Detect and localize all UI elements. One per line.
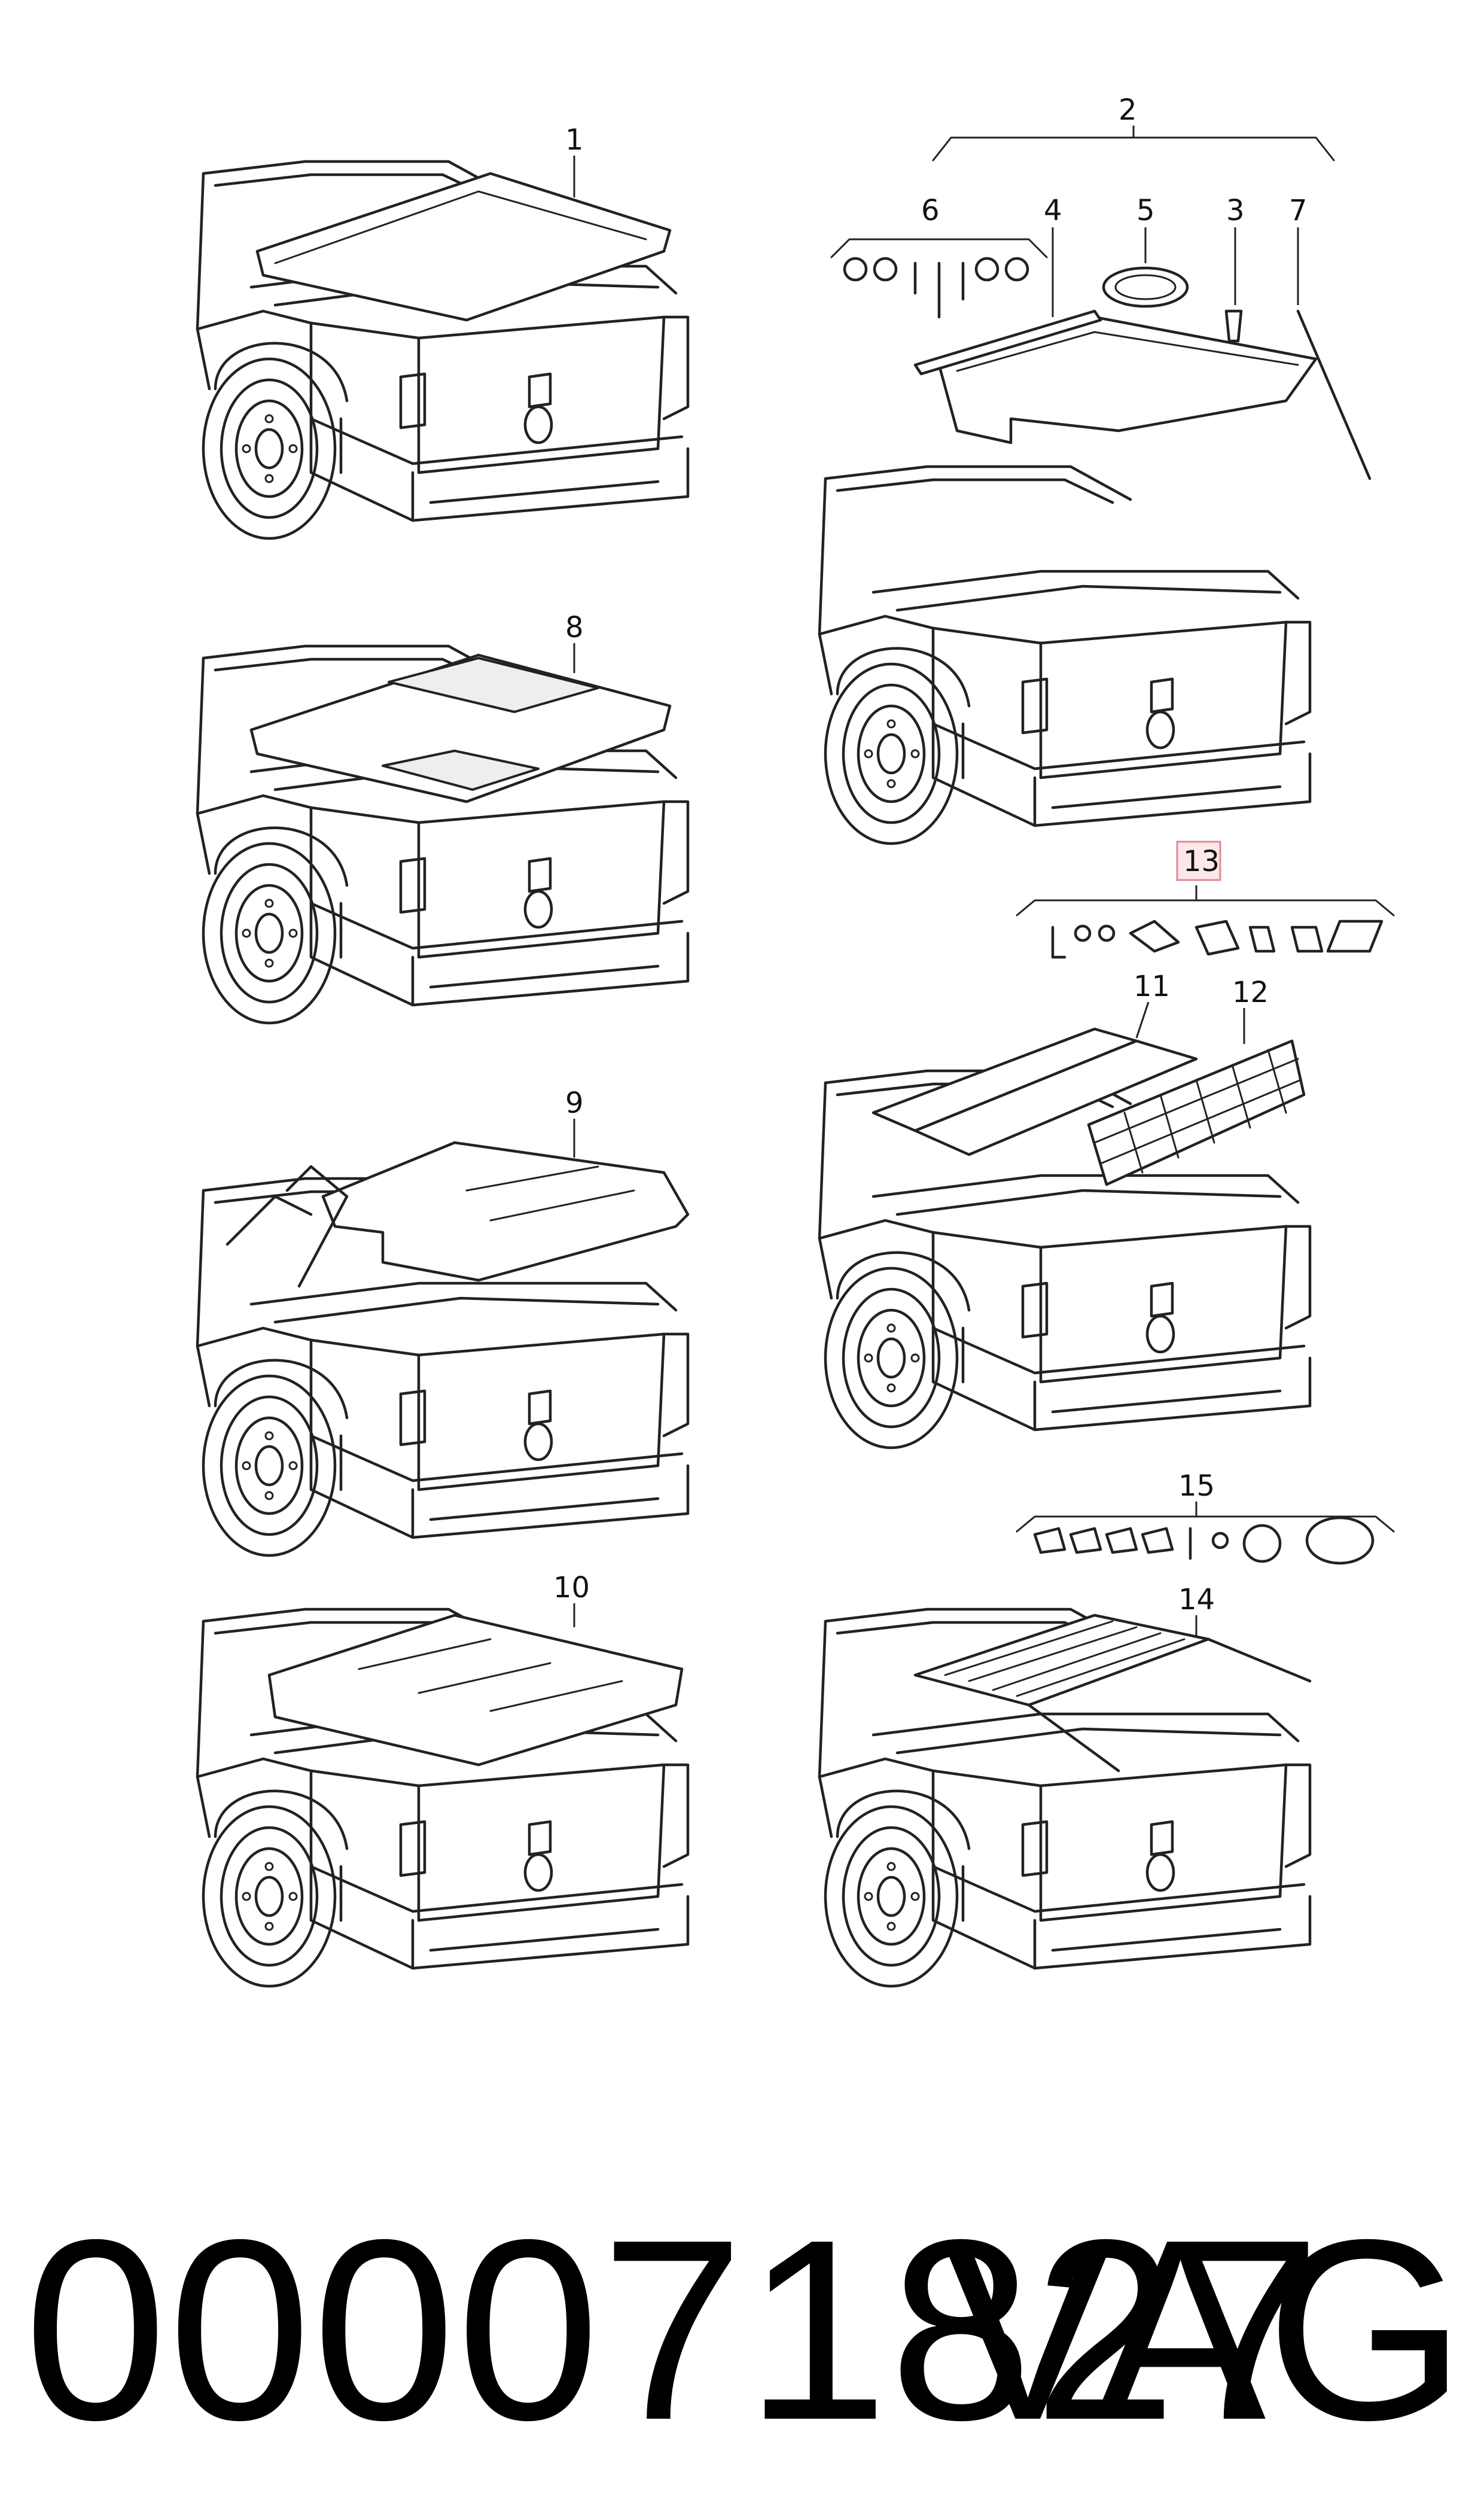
hard-lid-part-9 (321, 1141, 690, 1282)
callout-13: 13 (1183, 845, 1220, 878)
callout-5: 5 (1136, 194, 1155, 227)
bolt-part-3 (1224, 309, 1243, 343)
callout-10: 10 (553, 1571, 590, 1604)
callout-12: 12 (1232, 976, 1269, 1009)
lid-part-10 (267, 1613, 684, 1767)
truck-textured-cover (197, 643, 688, 1023)
part-number: 000071827 (24, 2187, 1323, 2474)
roll-bar-kit (819, 885, 1395, 1448)
callout-14: 14 (1178, 1583, 1215, 1616)
footer: 000071827 VAG (0, 2190, 1484, 2471)
truck-hard-lid (197, 1119, 690, 1555)
bed-mat-part-2 (937, 315, 1318, 444)
brand-label: VAG (941, 2187, 1466, 2474)
bed-liner-assembly (819, 126, 1372, 844)
callout-8: 8 (565, 611, 584, 644)
seal-strip-part-5 (1102, 266, 1189, 308)
bed-cover-part-1 (255, 172, 672, 322)
truck-soft-cover (197, 156, 688, 538)
callout-1: 1 (565, 123, 584, 157)
roller-shutter-kit (819, 1502, 1395, 1986)
callout-4: 4 (1044, 194, 1062, 227)
gas-strut-part-7 (1296, 309, 1372, 480)
callout-3: 3 (1226, 194, 1245, 227)
callout-13-highlight (1176, 841, 1221, 881)
roller-cover-part-14 (913, 1613, 1210, 1707)
callout-9: 9 (565, 1086, 584, 1120)
callout-11: 11 (1133, 970, 1170, 1003)
grille-part-12 (1087, 1039, 1306, 1186)
callout-6: 6 (921, 194, 940, 227)
callout-7: 7 (1289, 194, 1308, 227)
callout-2: 2 (1119, 93, 1137, 127)
parts-diagram: 1 2 6 4 5 3 7 8 (0, 93, 1395, 2154)
truck-lid (197, 1603, 688, 1986)
callout-15: 15 (1178, 1469, 1215, 1503)
